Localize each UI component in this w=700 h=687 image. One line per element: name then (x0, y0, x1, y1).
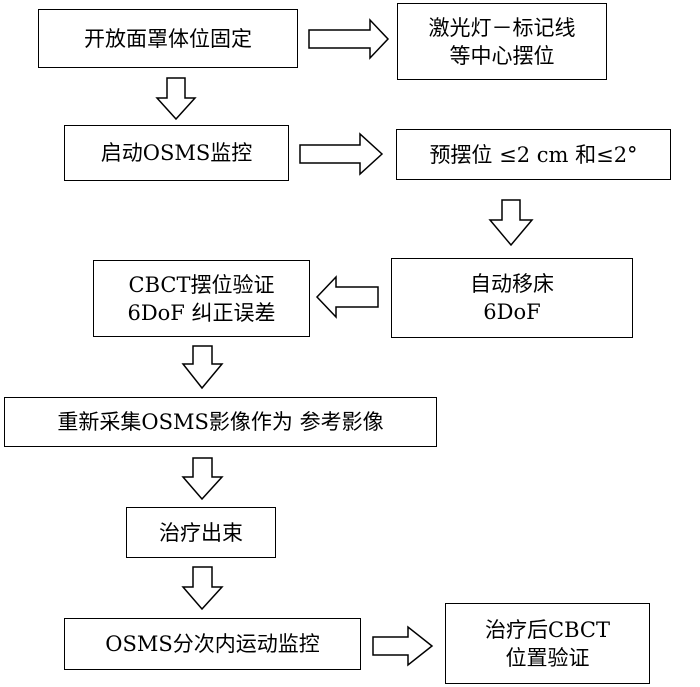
step-post-treatment-cbct: 治疗后CBCT 位置验证 (445, 603, 650, 684)
step-laser-marking: 激光灯－标记线 等中心摆位 (397, 3, 607, 80)
step-label: 位置验证 (505, 645, 590, 670)
arrow-right (308, 18, 390, 60)
step-cbct-verification: CBCT摆位验证 6DoF 纠正误差 (93, 260, 310, 337)
step-label: CBCT摆位验证 (128, 272, 275, 297)
step-mask-fixation: 开放面罩体位固定 (38, 9, 298, 68)
step-label: 重新采集OSMS影像作为 参考影像 (57, 410, 384, 434)
step-label: 启动OSMS监控 (100, 141, 253, 165)
arrow-down (488, 199, 534, 247)
step-label: 激光灯－标记线 (428, 15, 576, 40)
step-label: OSMS分次内运动监控 (105, 632, 320, 656)
step-label: 自动移床 (470, 272, 554, 296)
step-label: 等中心摆位 (449, 43, 555, 68)
step-label: 6DoF (483, 300, 541, 324)
step-auto-couch: 自动移床 6DoF (391, 258, 633, 338)
step-treatment-delivery: 治疗出束 (126, 507, 276, 558)
arrow-down (181, 345, 224, 390)
step-osms-monitoring-start: 启动OSMS监控 (64, 125, 289, 181)
step-label: 6DoF 纠正误差 (127, 300, 276, 325)
arrow-down (155, 77, 197, 121)
step-intrafraction-monitoring: OSMS分次内运动监控 (64, 618, 361, 670)
step-pre-positioning: 预摆位 ≤2 cm 和≤2° (396, 129, 671, 180)
arrow-down (181, 566, 224, 611)
arrow-right (299, 132, 384, 176)
arrow-right (372, 625, 434, 667)
step-label: 治疗出束 (159, 520, 243, 545)
step-label: 治疗后CBCT (485, 617, 610, 642)
step-reference-reacquire: 重新采集OSMS影像作为 参考影像 (4, 397, 437, 447)
arrow-left (315, 275, 379, 319)
arrow-down (181, 457, 224, 501)
step-label: 预摆位 ≤2 cm 和≤2° (429, 142, 638, 167)
step-label: 开放面罩体位固定 (84, 26, 252, 51)
